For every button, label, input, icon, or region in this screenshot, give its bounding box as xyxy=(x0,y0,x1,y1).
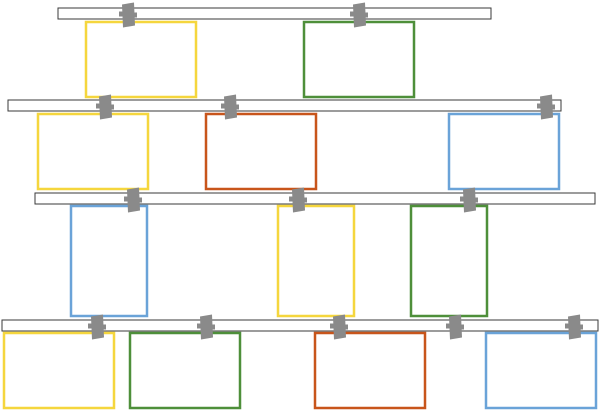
photo-frame-orange xyxy=(204,112,318,191)
binder-clip-icon xyxy=(197,314,215,340)
binder-clip-icon xyxy=(565,314,583,340)
binder-clip-icon xyxy=(221,94,239,120)
photo-frame-green xyxy=(128,331,242,410)
photo-frame-green xyxy=(302,20,416,99)
binder-clip-icon xyxy=(460,187,478,213)
binder-clip-icon xyxy=(88,314,106,340)
binder-clip-icon xyxy=(330,314,348,340)
binder-clip-icon xyxy=(289,187,307,213)
photo-frame-yellow xyxy=(84,20,198,99)
binder-clip-icon xyxy=(119,2,137,28)
photo-frame-yellow xyxy=(276,204,356,318)
photo-frame-blue xyxy=(69,204,149,318)
binder-clip-icon xyxy=(96,94,114,120)
photo-frame-green xyxy=(409,204,489,318)
photo-frame-blue xyxy=(484,331,598,410)
binder-clip-icon xyxy=(350,2,368,28)
rail-2 xyxy=(7,99,562,112)
photo-frame-blue xyxy=(447,112,561,191)
rail-4 xyxy=(1,319,599,332)
binder-clip-icon xyxy=(537,94,555,120)
binder-clip-icon xyxy=(446,314,464,340)
photo-frame-yellow xyxy=(36,112,150,191)
photo-frame-orange xyxy=(313,331,427,410)
photo-frame-yellow xyxy=(2,331,116,410)
rail-1 xyxy=(57,7,492,20)
binder-clip-icon xyxy=(124,187,142,213)
rail-3 xyxy=(34,192,596,205)
